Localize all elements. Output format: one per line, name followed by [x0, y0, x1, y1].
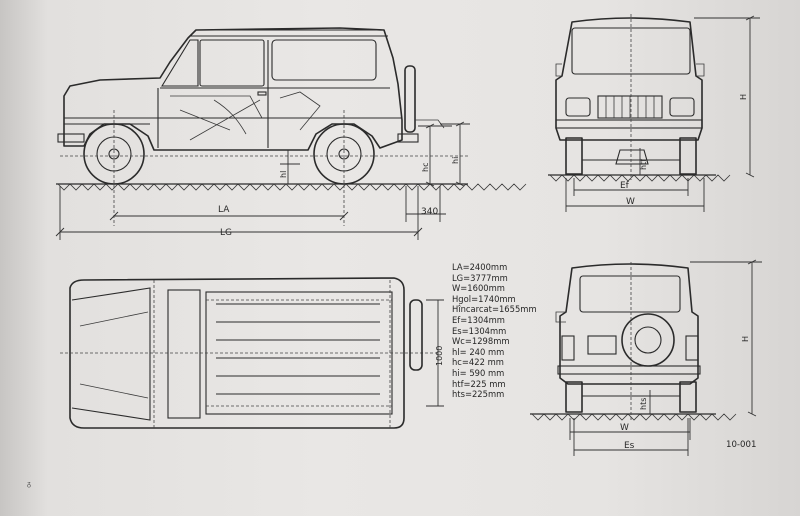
- figure-number: 10-001: [726, 440, 757, 450]
- dim-rear-w: [569, 418, 691, 440]
- side-centerlines: [60, 110, 470, 226]
- top-view: 1000: [60, 277, 444, 429]
- front-view: H htf Ef W: [548, 14, 760, 212]
- label-front-h: H: [739, 94, 748, 100]
- side-rear-pipe: [404, 65, 416, 133]
- top-roof-rails: [216, 303, 380, 395]
- page-mark: ᵹ: [27, 480, 31, 488]
- label-hi: hi: [451, 157, 460, 164]
- rear-spare-wheel: [621, 313, 675, 367]
- specifications-list: LA=2400mm LG=3777mm W=1600mm Hgol=1740mm…: [452, 262, 537, 400]
- top-rear-pipe: [409, 299, 423, 371]
- front-right-headlight: [669, 97, 695, 117]
- spec-line: Wc=1298mm: [452, 336, 510, 347]
- label-htf: htf: [639, 159, 648, 170]
- spec-line: LA=2400mm: [452, 262, 508, 272]
- spec-line: Es=1304mm: [452, 325, 507, 336]
- top-dashed-lines: [60, 280, 440, 428]
- label-la: LA: [218, 205, 230, 215]
- rear-right-light: [685, 335, 699, 361]
- rear-bumper: [557, 365, 701, 375]
- rear-left-light: [561, 335, 575, 361]
- rear-mirrors: [555, 311, 566, 323]
- dim-la: [109, 211, 349, 221]
- side-door-window: [199, 39, 265, 87]
- dim-rear-h: [690, 259, 762, 417]
- spec-line: hc=422 mm: [452, 357, 504, 368]
- front-ground-hatch: [549, 174, 731, 182]
- label-front-w: W: [626, 197, 635, 207]
- rear-view: H hts W Es: [530, 259, 762, 456]
- spec-line: W=1600mm: [452, 283, 505, 294]
- front-left-headlight: [565, 97, 591, 117]
- top-windshield-frame: [167, 289, 201, 419]
- side-rear-bumper: [397, 133, 419, 143]
- label-ef: Ef: [620, 181, 630, 191]
- dim-width-top: [426, 299, 444, 407]
- dim-hc: [418, 123, 452, 187]
- side-interior: [170, 91, 321, 141]
- spec-line: hl= 240 mm: [452, 346, 505, 357]
- rear-window: [579, 275, 681, 313]
- spec-line: Hgol=1740mm: [452, 293, 516, 304]
- rear-left-wheel: [565, 381, 583, 413]
- side-body-outline: [63, 27, 403, 151]
- rear-plate: [587, 335, 617, 355]
- front-mirrors: [555, 63, 705, 77]
- dim-es: [573, 418, 689, 456]
- top-roof: [205, 291, 393, 415]
- label-rear-h: H: [741, 336, 750, 342]
- spec-line: Ef=1304mm: [452, 314, 505, 325]
- label-hts: hts: [639, 398, 648, 410]
- dim-hi: [440, 121, 470, 187]
- dim-lg: [55, 186, 423, 240]
- dim-front-w: [565, 178, 705, 212]
- spec-line: hi= 590 mm: [452, 367, 505, 378]
- dim-hl: [280, 150, 300, 184]
- side-view: LA LG 340 hc hi hl: [55, 27, 527, 240]
- spec-line: hts=225mm: [452, 389, 505, 400]
- front-body-outline: [555, 17, 703, 141]
- side-rear-window: [271, 39, 377, 81]
- spec-line: Hîncarcat=1655mm: [452, 304, 537, 315]
- side-windshield: [161, 39, 199, 87]
- side-rear-tail: [415, 119, 445, 129]
- dim-ef: [573, 178, 689, 196]
- top-body-outline: [69, 277, 405, 429]
- front-left-wheel: [565, 137, 583, 175]
- side-door-handle: [257, 91, 267, 96]
- dim-front-h: [694, 15, 760, 178]
- front-bumper: [555, 119, 703, 129]
- side-front-bumper: [57, 133, 85, 143]
- side-roof: [190, 29, 388, 37]
- label-overhang: 340: [421, 207, 438, 217]
- rear-right-wheel: [679, 381, 697, 413]
- label-width-top: 1000: [435, 346, 444, 366]
- spec-line: LG=3777mm: [452, 272, 508, 283]
- label-hc: hc: [421, 163, 430, 172]
- side-door: [64, 40, 402, 148]
- spec-line: htf=225 mm: [452, 378, 506, 389]
- front-right-wheel: [679, 137, 697, 175]
- label-lg: LG: [220, 228, 232, 238]
- top-hood: [71, 287, 151, 421]
- label-hl: hl: [279, 171, 288, 178]
- label-es: Es: [624, 441, 635, 451]
- label-rear-w: W: [620, 423, 629, 433]
- rear-ground-hatch: [531, 413, 737, 421]
- dim-overhang: [405, 186, 446, 222]
- side-ground-hatch: [57, 183, 527, 191]
